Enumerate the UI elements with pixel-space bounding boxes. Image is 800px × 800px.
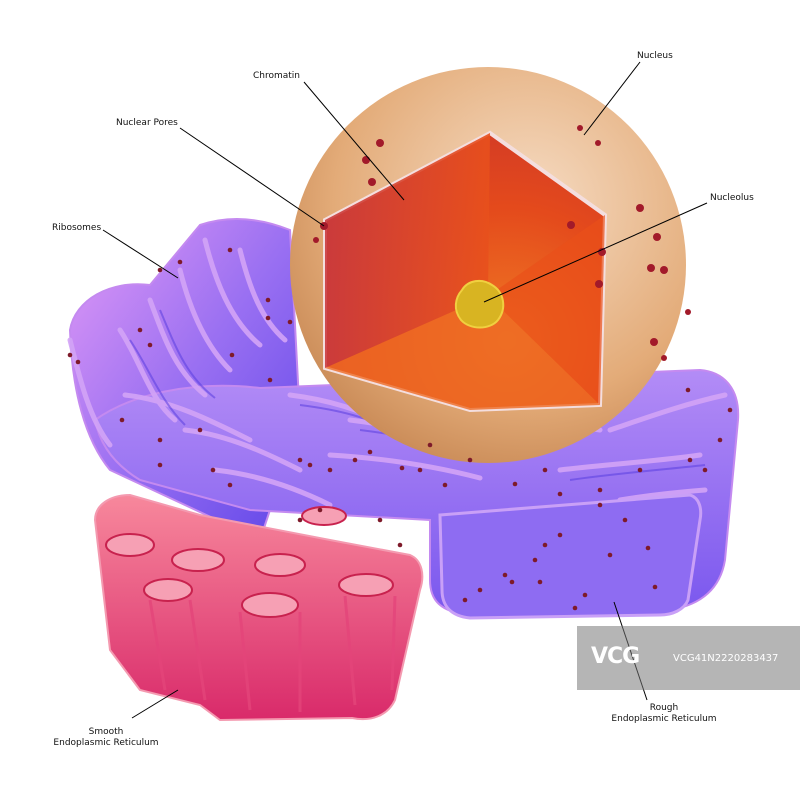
- ribosome-dot: [542, 542, 548, 548]
- ribosome-dot: [645, 545, 651, 551]
- label-nuclear-pores: Nuclear Pores: [116, 118, 178, 128]
- nuclear-pores: [313, 125, 691, 361]
- smooth-er-tube: [171, 548, 225, 572]
- ribosome-dot: [582, 592, 588, 598]
- smooth-er-tube: [254, 553, 306, 577]
- ribosome-dot: [607, 552, 613, 558]
- ribosome-dot: [532, 557, 538, 563]
- ribosome-dot: [597, 487, 603, 493]
- ribosome-dot: [377, 517, 383, 523]
- ribosome-dot: [227, 482, 233, 488]
- label-nucleus: Nucleus: [637, 51, 673, 61]
- label-chromatin: Chromatin: [253, 71, 301, 81]
- label-rough-er: Rough Endoplasmic Reticulum: [604, 703, 724, 725]
- ribosome-dot: [477, 587, 483, 593]
- ribosome-dot: [572, 605, 578, 611]
- ribosome-dot: [727, 407, 733, 413]
- ribosome-dot: [512, 481, 518, 487]
- ribosome-dot: [157, 437, 163, 443]
- ribosome-dot: [509, 579, 515, 585]
- ribosome-dot: [702, 467, 708, 473]
- ribosome-dot: [417, 467, 423, 473]
- ribosome-dot: [147, 342, 153, 348]
- label-rough-er-line2: Endoplasmic Reticulum: [611, 714, 717, 724]
- smooth-er-tube: [143, 578, 193, 602]
- ribosome-dot: [197, 427, 203, 433]
- ribosome-dot: [652, 584, 658, 590]
- smooth-er: [93, 493, 424, 722]
- ribosome-dot: [537, 579, 543, 585]
- ribosome-dot: [637, 467, 643, 473]
- ribosome-dot: [119, 417, 125, 423]
- nucleus: [290, 67, 691, 463]
- ribosome-dot: [307, 462, 313, 468]
- ribosome-dot: [229, 352, 235, 358]
- watermark: VCG VCG41N2220283437: [577, 626, 800, 690]
- ribosome-dot: [717, 437, 723, 443]
- ribosome-dot: [210, 467, 216, 473]
- ribosome-dot: [442, 482, 448, 488]
- ribosome-dot: [352, 457, 358, 463]
- label-ribosomes: Ribosomes: [52, 223, 102, 233]
- ribosome-dot: [542, 467, 548, 473]
- ribosome-dot: [467, 457, 473, 463]
- ribosome-dot: [177, 259, 183, 265]
- ribosome-dot: [157, 267, 163, 273]
- ribosome-dot: [137, 327, 143, 333]
- ribosome-dot: [265, 297, 271, 303]
- label-rough-er-line1: Rough: [649, 703, 679, 713]
- label-smooth-er: Smooth Endoplasmic Reticulum: [46, 727, 166, 749]
- ribosome-dot: [462, 597, 468, 603]
- label-smooth-er-line1: Smooth: [88, 727, 124, 737]
- watermark-id: VCG41N2220283437: [673, 653, 779, 664]
- ribosome-dot: [317, 507, 323, 513]
- label-nucleolus: Nucleolus: [710, 193, 754, 203]
- ribosome-dot: [502, 572, 508, 578]
- ribosome-dot: [597, 502, 603, 508]
- ribosome-dot: [557, 491, 563, 497]
- smooth-er-tube: [241, 592, 299, 618]
- ribosome-dot: [327, 467, 333, 473]
- smooth-er-tube: [301, 506, 347, 526]
- ribosome-dot: [399, 465, 405, 471]
- ribosome-dot: [265, 315, 271, 321]
- ribosomes: [67, 247, 733, 611]
- ribosome-dot: [75, 359, 81, 365]
- label-smooth-er-line2: Endoplasmic Reticulum: [53, 738, 159, 748]
- rough-er-front-block: [438, 493, 703, 620]
- ribosome-dot: [557, 532, 563, 538]
- smooth-er-tube: [338, 573, 394, 597]
- nucleolus: [454, 279, 505, 329]
- ribosome-dot: [687, 457, 693, 463]
- ribosome-dot: [287, 319, 293, 325]
- cutaway-left-wall: [325, 133, 490, 368]
- ribosome-dot: [67, 352, 73, 358]
- watermark-logo: VCG: [591, 644, 640, 669]
- ribosome-dot: [297, 517, 303, 523]
- ribosome-dot: [622, 517, 628, 523]
- ribosome-dot: [227, 247, 233, 253]
- smooth-er-tube: [105, 533, 155, 557]
- ribosome-dot: [297, 457, 303, 463]
- ribosome-dot: [685, 387, 691, 393]
- ribosome-dot: [367, 449, 373, 455]
- ribosome-dot: [397, 542, 403, 548]
- ribosome-dot: [157, 462, 163, 468]
- ribosome-dot: [427, 442, 433, 448]
- ribosome-dot: [267, 377, 273, 383]
